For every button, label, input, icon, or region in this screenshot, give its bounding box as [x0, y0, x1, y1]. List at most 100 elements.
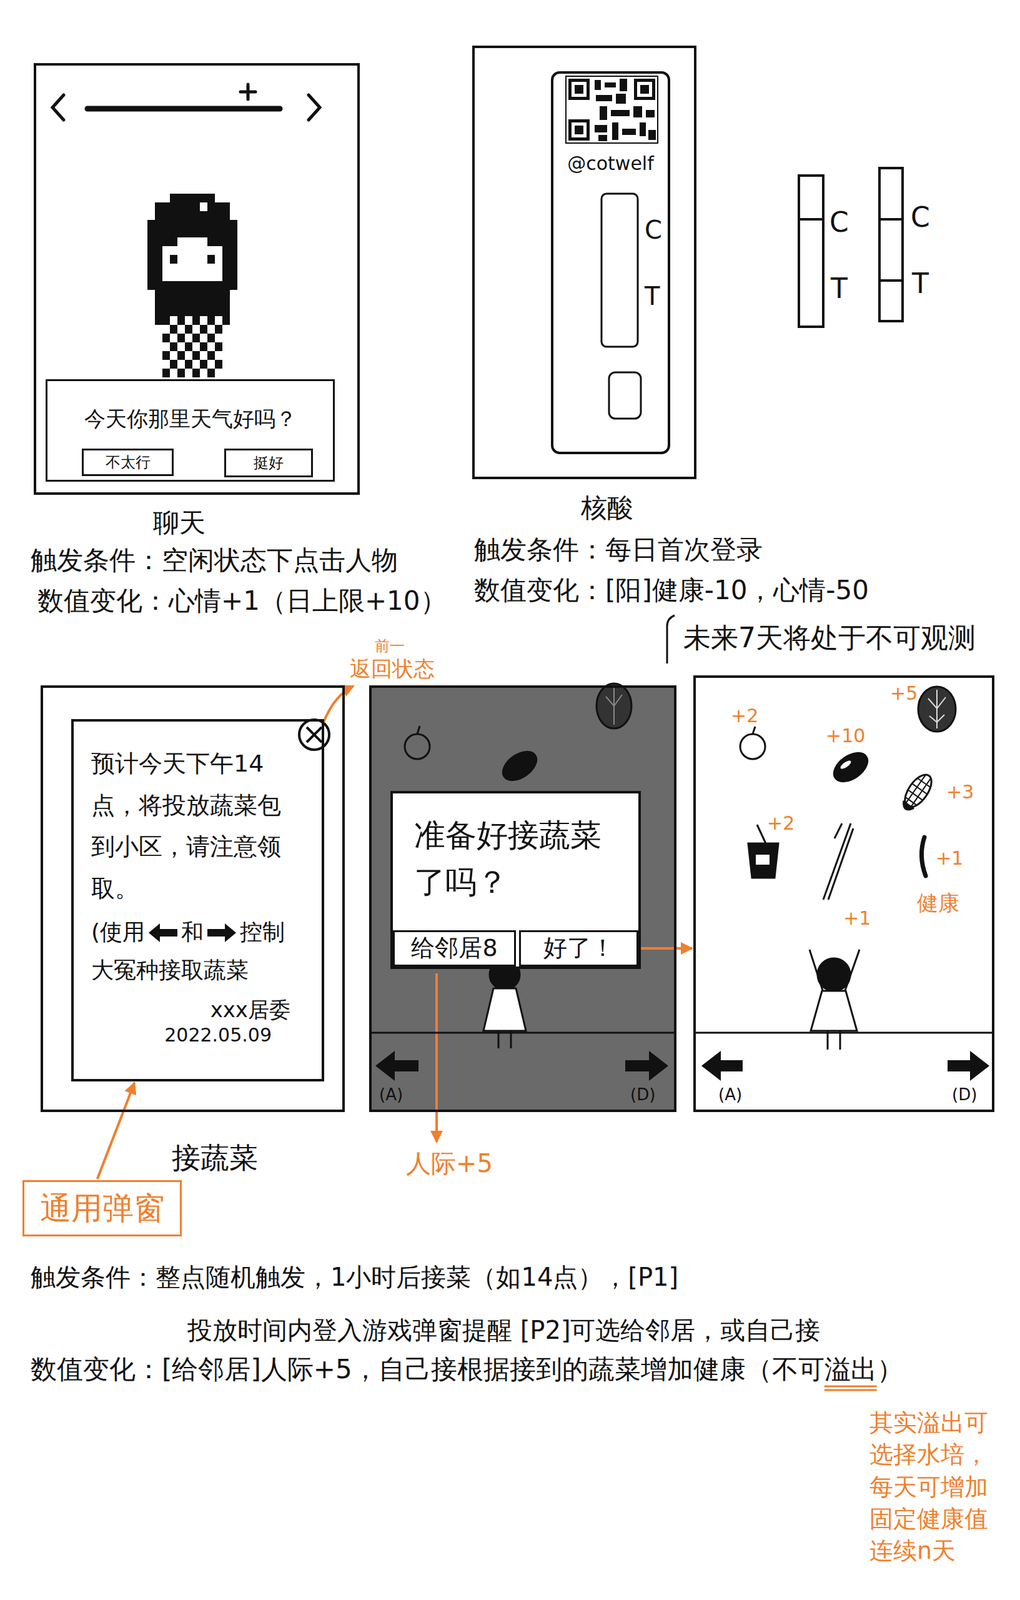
- qr-code: [565, 76, 658, 144]
- line-mark: T: [644, 281, 660, 312]
- vegetable-icons: [740, 686, 956, 900]
- vegetable-icons: [828, 828, 854, 900]
- qr-code: [599, 106, 608, 120]
- leader-arrow: [323, 685, 354, 723]
- direction-arrow: [947, 1050, 990, 1081]
- left-arrow-icon: [148, 923, 178, 942]
- test-strip: [798, 168, 903, 327]
- key-hint: (D): [951, 1084, 977, 1105]
- direction-arrow: [701, 1050, 743, 1081]
- nav-bar: [52, 84, 320, 120]
- vegetable-icons: [417, 725, 420, 734]
- qr-code: [574, 84, 584, 94]
- leader-arrow: [435, 973, 438, 1142]
- qr-code: [574, 125, 584, 135]
- dialog-button: 挺好: [224, 448, 313, 478]
- test-window: [609, 372, 641, 419]
- girl-figure: [510, 1030, 513, 1049]
- signature-text: xxx居委: [91, 996, 295, 1024]
- note-text: 触发条件：空闲状态下点击人物: [30, 544, 398, 576]
- qr-code: [648, 129, 656, 140]
- vegetable-icons: [404, 733, 430, 759]
- vegetable-icons: [497, 745, 542, 786]
- vegetable-icons: [918, 686, 956, 732]
- qr-code: [594, 124, 608, 133]
- vegetable-icons: [828, 747, 873, 788]
- pixel-character: [154, 202, 230, 220]
- pixel-character: [162, 316, 223, 378]
- left-arrow-icon: [148, 923, 178, 942]
- qr-code: [619, 78, 628, 92]
- pixel-character: [162, 237, 223, 282]
- qr-code: [610, 109, 630, 117]
- note-text: 触发条件：每日首次登录: [474, 534, 763, 566]
- pixel-character: [207, 254, 215, 264]
- annotation-text: 返回状态: [349, 655, 435, 682]
- girl-figure: [497, 1030, 500, 1049]
- annotation-text: +2: [767, 812, 795, 835]
- girl-figure: [817, 958, 851, 991]
- vegetable-icons: [900, 800, 915, 813]
- vegetable-icons: [839, 758, 853, 771]
- qr-code: [604, 82, 616, 88]
- note-text: 数值变化：[阳]健康-10，心情-50: [474, 574, 869, 606]
- vegetable-icons: [928, 689, 946, 729]
- close-button: [299, 719, 330, 750]
- qr-code: [637, 81, 653, 97]
- vegetable-icons: [921, 836, 926, 876]
- underline-mark: [824, 1389, 877, 1392]
- test-strip: [798, 175, 824, 327]
- right-arrow-icon: [207, 923, 237, 942]
- qr-code: [622, 128, 636, 135]
- dialog-button: 好了！: [519, 930, 639, 967]
- qr-code: [598, 134, 608, 142]
- note-text: 数值变化：心情+1（日上限+10）: [37, 585, 447, 617]
- pixel-character: [162, 289, 223, 317]
- qr-code: [594, 79, 601, 90]
- button-text: 给邻居8: [410, 933, 498, 963]
- qr-code: [640, 84, 649, 94]
- note-text: 未来7天将处于不可观测: [683, 621, 976, 655]
- pixel-character: [199, 202, 208, 212]
- test-cassette: @cotwelfCT: [550, 71, 671, 455]
- tag-box: 通用弹窗: [22, 1179, 182, 1237]
- button-text: 通用弹窗: [39, 1189, 165, 1227]
- dialog-button: 不太行: [81, 448, 174, 476]
- annotation-text: 人际+5: [406, 1148, 493, 1179]
- screen-background: [369, 685, 677, 1112]
- note-text: 投放时间内登入游戏弹窗提醒 [P2]可选给邻居，或自己接: [187, 1314, 821, 1345]
- button-text: 不太行: [105, 453, 151, 472]
- divider-line: [371, 1031, 674, 1034]
- pixel-character: [154, 289, 163, 325]
- screen-caption: 聊天: [153, 507, 206, 539]
- test-window: [601, 193, 641, 419]
- pixel-character: [169, 254, 178, 264]
- vegetable-icons: [605, 687, 623, 725]
- flow-arrow: [639, 946, 693, 950]
- annotation-text: 其实溢出可选择水培，每天可增加固定健康值连续n天: [869, 1406, 1001, 1567]
- close-button: [306, 727, 322, 743]
- direction-arrow: [375, 1050, 419, 1081]
- vegetable-icons: [898, 770, 937, 814]
- test-strip: [879, 217, 903, 221]
- qr-code: [568, 119, 590, 141]
- phone-screen: 聊天今天你那里天气好吗？不太行挺好: [33, 63, 360, 495]
- key-hint: (A): [379, 1084, 403, 1105]
- test-window: [601, 193, 638, 347]
- pixel-character: [147, 219, 238, 290]
- annotation-text: +3: [946, 780, 974, 804]
- pixel-character: [147, 193, 238, 378]
- button-text: 好了！: [543, 933, 615, 963]
- note-text: T: [830, 272, 848, 306]
- phone-screen: 接蔬菜预计今天下午14点，将投放蔬菜包到小区，请注意领取。(使用和控制大冤种接取…: [40, 685, 345, 1112]
- instruction-line: (使用和控制大冤种接取蔬菜: [91, 912, 295, 989]
- underline-mark: [824, 1385, 877, 1388]
- flow-arrow: [97, 1082, 135, 1179]
- button-text: 挺好: [253, 454, 284, 473]
- annotation-text: 前一: [374, 637, 405, 656]
- screen-caption: 接蔬菜: [171, 1140, 258, 1175]
- qr-code: [633, 106, 643, 118]
- instruction-text: 和: [181, 918, 204, 945]
- notice-text: 预计今天下午14点，将投放蔬菜包到小区，请注意领取。: [91, 742, 295, 909]
